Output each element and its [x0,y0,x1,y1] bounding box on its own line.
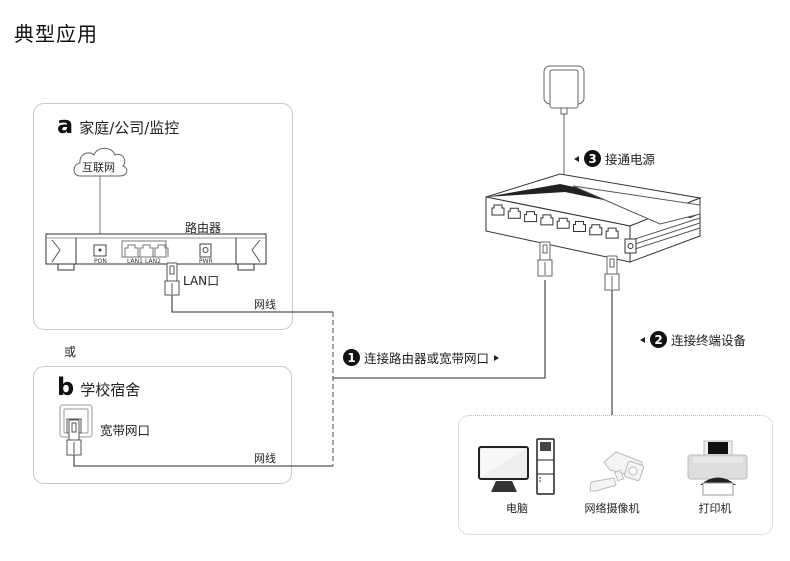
section-a-heading: a 家庭/公司/监控 [57,111,179,139]
arrow-left-icon [574,155,579,162]
internet-label: 互联网 [82,161,115,174]
internet-cloud-icon [73,147,128,177]
switch-port [540,214,554,226]
step-2-badge: 2 [650,331,667,348]
switch-port [556,217,570,229]
wall-port-label: 宽带网口 [100,423,151,438]
switch-port [573,221,586,232]
cable-wallport-to-switch [73,455,333,467]
step-1-label: 连接路由器或宽带网口 [364,351,490,366]
section-a-letter: a [57,111,74,139]
lan-port-label: LAN口 [183,274,220,288]
section-b-heading: b 学校宿舍 [57,373,140,401]
printer-icon [687,440,748,496]
computer-icon [478,438,555,495]
port-lan2-label: LAN2 [145,258,161,265]
switch-port [507,207,521,219]
switch-port [524,211,538,223]
ethernet-plug-icon [66,419,82,456]
ethernet-plug-icon [604,255,620,291]
switch-port [491,204,505,216]
power-adapter-icon [543,65,585,115]
port-lan1-label: LAN1 [127,258,143,265]
step-1: 1 连接路由器或宽带网口 [343,348,500,367]
arrow-left-icon [640,336,645,343]
panel-home-office [33,103,293,330]
page-title: 典型应用 [14,22,98,46]
step-3-badge: 3 [584,150,601,167]
step-3: 3 接通电源 [574,149,655,168]
switch-ports [491,204,619,239]
or-label: 或 [64,345,77,359]
section-b-letter: b [57,373,75,401]
ethernet-switch-icon [485,173,702,263]
router-icon [45,233,267,271]
cable-label-a: 网线 [254,298,276,311]
ethernet-plug-icon [537,241,553,277]
device-label-camera: 网络摄像机 [584,502,640,515]
cable-router-to-switch [171,295,333,313]
port-pwr-label: PWR [199,258,213,265]
step-2: 2 连接终端设备 [640,330,746,349]
step-1-badge: 1 [343,349,360,366]
camera-icon [589,451,645,492]
switch-port [605,227,619,239]
section-a-title: 家庭/公司/监控 [79,119,180,137]
cable-to-switch [333,280,546,379]
switch-port [589,224,603,236]
router-label: 路由器 [185,221,222,235]
section-b-title: 学校宿舍 [80,381,141,399]
port-pon-label: PON [94,258,107,265]
ethernet-plug-icon [164,262,180,296]
step-2-label: 连接终端设备 [671,333,747,348]
step-3-label: 接通电源 [605,152,656,167]
cable-label-b: 网线 [254,452,276,465]
arrow-right-icon [494,354,500,361]
device-label-printer: 打印机 [698,502,732,515]
device-label-computer: 电脑 [506,502,528,515]
